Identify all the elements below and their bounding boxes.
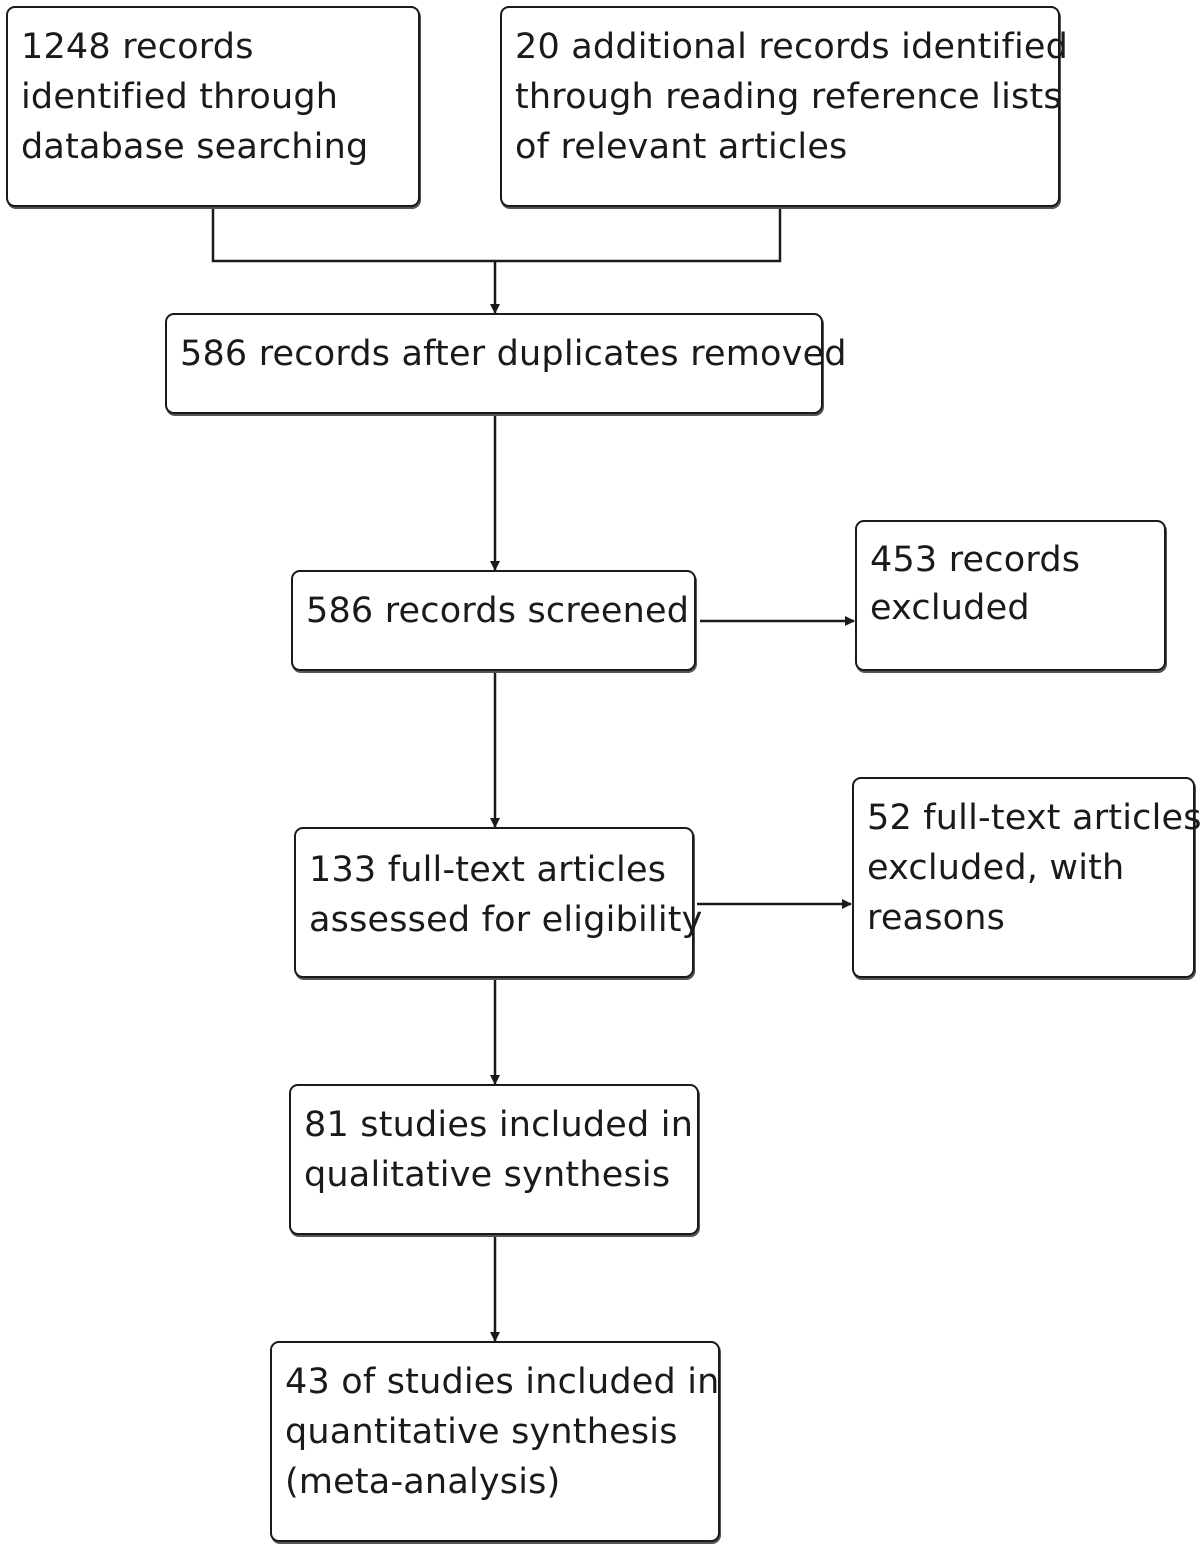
box-text-line: excluded	[870, 588, 1030, 628]
box-text-line: quantitative synthesis	[285, 1412, 678, 1452]
records-identified-database-box: 1248 records identified through database…	[6, 6, 420, 207]
box-text-line: 52 full-text articles	[867, 798, 1200, 838]
box-text-line: excluded, with	[867, 848, 1125, 888]
box-text-line: 20 additional records identified	[515, 27, 1069, 67]
box-text-line: database searching	[21, 127, 369, 167]
box-text-line: 81 studies included in	[304, 1105, 694, 1145]
box-text-line: assessed for eligibility	[309, 900, 703, 940]
merge-connector	[211, 207, 782, 263]
records-after-duplicates-box: 586 records after duplicates removed	[165, 313, 847, 414]
qualitative-synthesis-box: 81 studies included in qualitative synth…	[289, 1084, 699, 1235]
records-identified-references-box: 20 additional records identified through…	[500, 6, 1069, 207]
box-text-line: identified through	[21, 77, 339, 117]
box-text-line: 43 of studies included in	[285, 1362, 720, 1402]
box-text-line: through reading reference lists	[515, 77, 1062, 117]
box-text-line: of relevant articles	[515, 127, 848, 167]
quantitative-synthesis-box: 43 of studies included in quantitative s…	[270, 1341, 720, 1542]
records-excluded-box: 453 records excluded	[855, 520, 1166, 671]
box-text-line: qualitative synthesis	[304, 1155, 671, 1195]
box-text-line: 586 records after duplicates removed	[180, 334, 847, 374]
records-screened-box: 586 records screened	[291, 570, 696, 671]
box-text-line: 453 records	[870, 540, 1081, 580]
fulltext-assessed-box: 133 full-text articles assessed for elig…	[294, 827, 703, 978]
box-text-line: 586 records screened	[306, 591, 690, 631]
box-text-line: 133 full-text articles	[309, 850, 667, 890]
box-text-line: 1248 records	[21, 27, 254, 67]
fulltext-excluded-box: 52 full-text articles excluded, with rea…	[852, 777, 1200, 978]
box-text-line: reasons	[867, 898, 1006, 938]
box-text-line: (meta-analysis)	[285, 1462, 561, 1502]
